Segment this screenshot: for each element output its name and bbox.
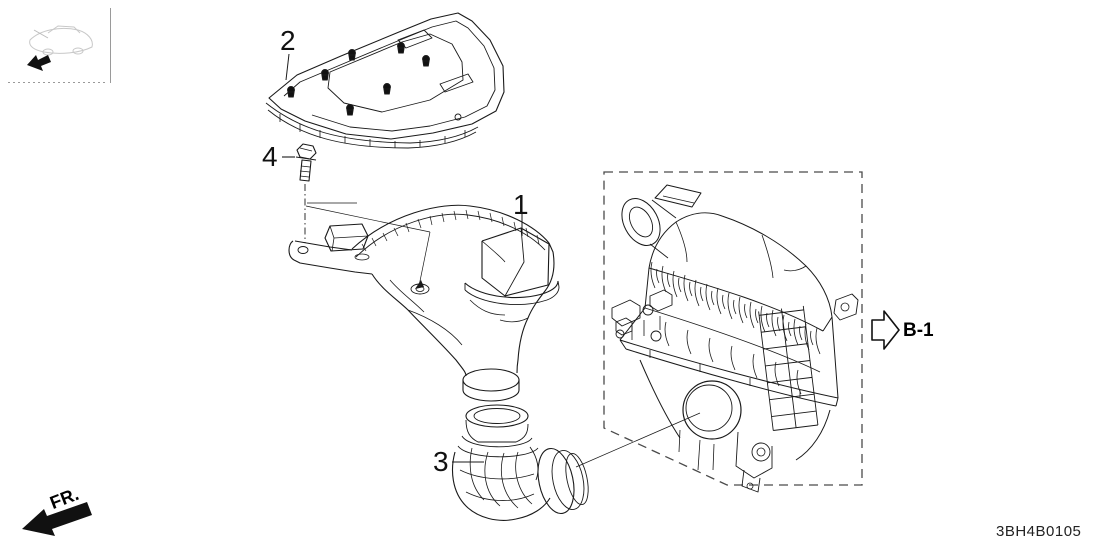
detail-boundary-dashed-box: [603, 171, 863, 486]
ref-label-b1[interactable]: B-1: [903, 320, 934, 341]
b1-block-arrow-icon[interactable]: [871, 310, 900, 350]
thumbnail-box-border: [8, 8, 111, 83]
diagram-code: 3BH4B0105: [996, 523, 1082, 540]
callout-3-hose[interactable]: 3: [433, 446, 449, 477]
callout-4-bolt[interactable]: 4: [262, 141, 278, 172]
part-3-intake-hose: [452, 404, 589, 521]
callout-2-cover[interactable]: 2: [280, 25, 296, 56]
part-4-bolt: [282, 143, 431, 289]
callout-1-intake-tube[interactable]: 1: [513, 189, 529, 220]
thumbnail-direction-arrow-icon: [27, 55, 51, 71]
air-cleaner-housing: [611, 184, 859, 493]
fr-direction-arrow-icon: [22, 502, 92, 536]
part-1-intake-tube-assembly: [288, 204, 560, 402]
hose-to-housing-leader: [575, 412, 701, 468]
part-2-air-cleaner-cover: [265, 12, 505, 149]
vehicle-thumbnail: [27, 25, 93, 71]
